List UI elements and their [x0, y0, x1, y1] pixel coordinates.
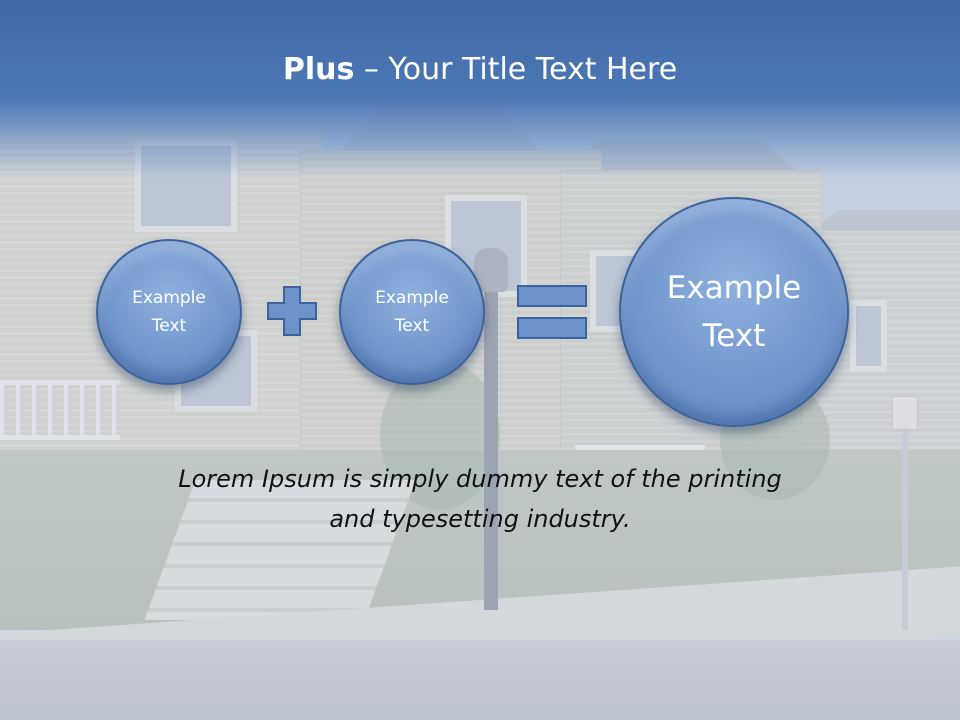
title-rest: – Your Title Text Here: [354, 52, 678, 87]
equals-icon: [516, 284, 588, 342]
plus-icon: [266, 285, 318, 337]
title-band: [0, 0, 960, 178]
operand-circle-2[interactable]: Example Text: [339, 239, 485, 385]
operand-1-label: Example Text: [132, 288, 206, 336]
title-bold: Plus: [282, 52, 355, 87]
body-text[interactable]: Lorem Ipsum is simply dummy text of the …: [178, 465, 782, 533]
operand-2-label: Example Text: [375, 288, 449, 336]
result-label: Example Text: [666, 270, 802, 354]
result-circle[interactable]: Example Text: [619, 197, 849, 427]
slide-title[interactable]: Plus – Your Title Text Here: [0, 52, 960, 87]
operand-circle-1[interactable]: Example Text: [96, 239, 242, 385]
